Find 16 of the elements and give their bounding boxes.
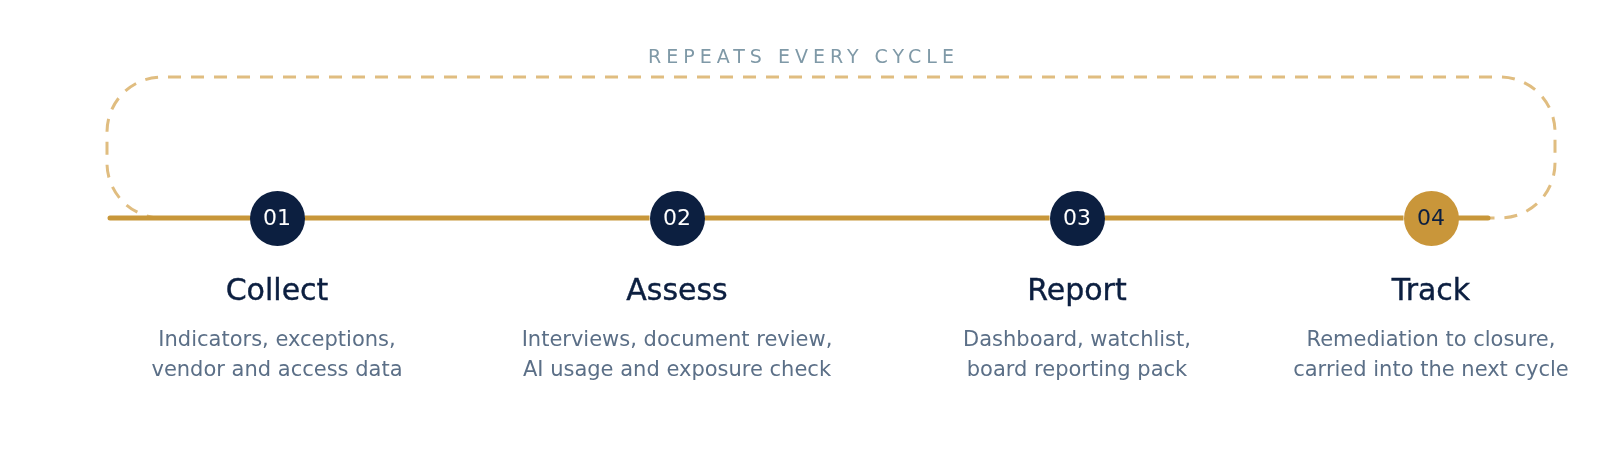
- step-number-circle: 04: [1403, 190, 1459, 246]
- timeline-connector: [704, 215, 1050, 221]
- timeline-connector: [304, 215, 650, 221]
- step-title: Report: [1027, 271, 1127, 309]
- step-number-circle: 02: [649, 190, 705, 246]
- return-loop-connector: [105, 75, 1557, 220]
- step-title: Assess: [626, 271, 728, 309]
- step-description: Interviews, document review, AI usage and exposure check: [520, 326, 834, 383]
- timeline-connector: [1104, 215, 1404, 221]
- step-title: Collect: [225, 271, 329, 309]
- step-description: Dashboard, watchlist, board reporting pack: [962, 326, 1192, 383]
- step-number-circle: 01: [249, 190, 305, 246]
- step-number-circle: 03: [1049, 190, 1105, 246]
- step-title: Track: [1391, 271, 1471, 309]
- step-description: Remediation to closure, carried into the next cycle: [1292, 326, 1570, 383]
- step-description: Indicators, exceptions, vendor and access data: [150, 326, 404, 383]
